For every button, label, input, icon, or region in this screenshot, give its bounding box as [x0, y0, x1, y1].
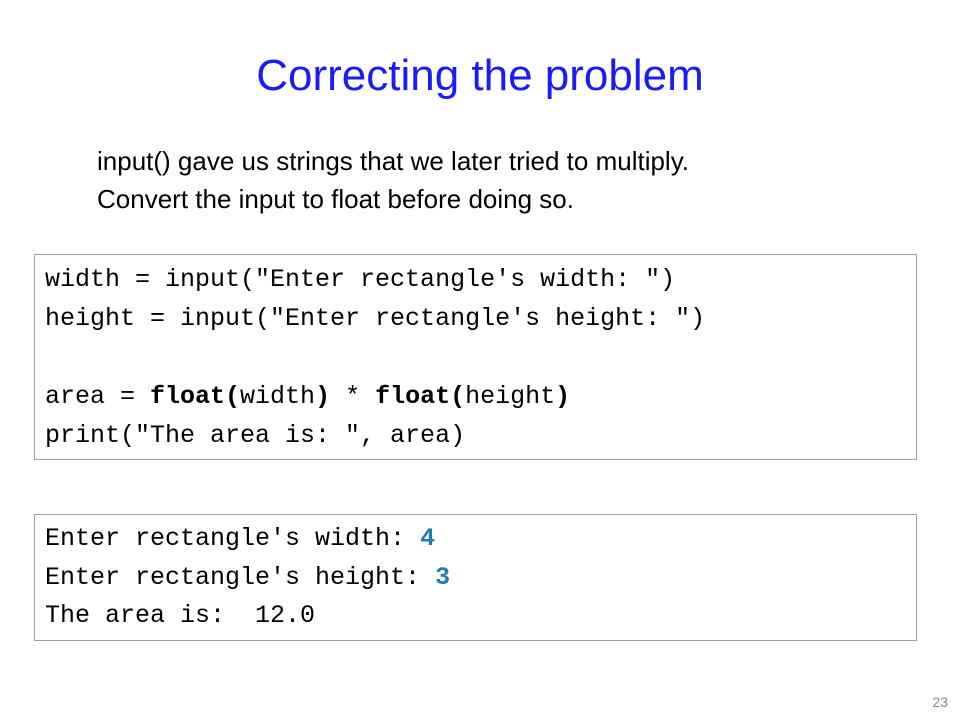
code-line-print: print("The area is: ", area)	[45, 421, 466, 450]
source-code-box: width = input("Enter rectangle's width: …	[34, 254, 917, 460]
code-area-prefix: area =	[45, 382, 151, 411]
code-float-arg-1: width	[240, 382, 316, 411]
output-line-width: Enter rectangle's width: 4	[45, 520, 906, 559]
code-line-width: width = input("Enter rectangle's width: …	[45, 265, 676, 294]
output-height-value: 3	[435, 562, 451, 592]
output-width-prompt: Enter rectangle's width:	[45, 524, 421, 553]
code-line-area: area = float(width) * float(height)	[45, 377, 906, 416]
code-float-keyword-2: float(	[375, 382, 466, 411]
output-height-prompt: Enter rectangle's height:	[45, 562, 436, 592]
code-float-arg-2: height	[465, 382, 556, 411]
code-float-close-2: )	[555, 382, 571, 411]
output-line-height: Enter rectangle's height: 3	[45, 559, 906, 598]
code-line-height: height = input("Enter rectangle's height…	[45, 304, 706, 333]
body-line-2: Convert the input to float before doing …	[97, 184, 574, 214]
code-line-blank	[45, 338, 906, 377]
program-output-box: Enter rectangle's width: 4 Enter rectang…	[34, 514, 917, 641]
slide-body: input() gave us strings that we later tr…	[97, 142, 897, 218]
code-float-close-1: )	[315, 382, 331, 411]
page-number: 23	[932, 694, 948, 710]
body-line-1: input() gave us strings that we later tr…	[97, 146, 689, 176]
output-width-value: 4	[420, 524, 436, 553]
slide-title: Correcting the problem	[256, 51, 704, 100]
code-float-keyword-1: float(	[150, 382, 241, 411]
code-multiply-operator: *	[330, 382, 376, 411]
output-line-area: The area is: 12.0	[45, 601, 316, 630]
